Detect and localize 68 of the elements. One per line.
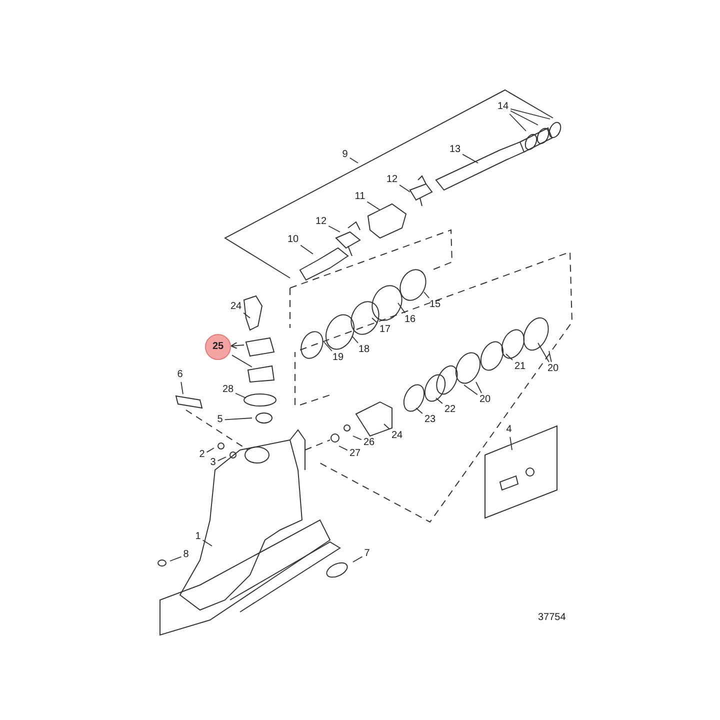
- leader-line: [510, 110, 538, 126]
- leader-line: [384, 424, 390, 430]
- leader-line: [510, 108, 550, 120]
- callout-number: 8: [182, 549, 190, 561]
- leader-line: [399, 184, 410, 192]
- callout-number: 28: [221, 384, 235, 396]
- leader-line: [509, 114, 526, 132]
- callout-number: 15: [428, 299, 442, 311]
- leader-line: [398, 302, 406, 314]
- leader-line: [324, 342, 332, 352]
- callout-number: 22: [443, 404, 457, 416]
- callout-number: 27: [348, 448, 362, 460]
- callout-number: 16: [403, 314, 417, 326]
- callout-number: 1: [194, 531, 202, 543]
- leader-line: [506, 354, 513, 360]
- callout-number: 11: [354, 191, 366, 203]
- callout-number: 10: [286, 234, 300, 246]
- callout-number: 24: [229, 301, 243, 313]
- leader-line: [170, 556, 182, 562]
- callout-number: 5: [216, 414, 224, 426]
- leader-line: [366, 201, 380, 210]
- figure-number: 37754: [538, 612, 566, 623]
- callout-number: 3: [209, 457, 217, 469]
- callout-number: 20: [478, 394, 492, 406]
- leader-line: [372, 318, 378, 324]
- callout-number: 2: [198, 449, 206, 461]
- leader-line: [464, 384, 478, 396]
- leader-line: [349, 157, 358, 164]
- leader-line: [217, 456, 226, 462]
- callout-number: 7: [363, 548, 371, 560]
- callout-number: 14: [496, 101, 510, 113]
- callout-number: 21: [513, 361, 527, 373]
- leader-line: [224, 418, 252, 420]
- leader-line: [328, 226, 340, 232]
- leader-line: [243, 312, 250, 318]
- leader-line: [180, 382, 184, 394]
- callout-number: 6: [176, 369, 184, 381]
- leader-line: [476, 382, 482, 394]
- callout-number: 17: [378, 324, 392, 336]
- leader-line: [424, 292, 430, 298]
- leader-line: [232, 354, 252, 368]
- callout-number: 19: [331, 352, 345, 364]
- callout-number: 20: [546, 363, 560, 375]
- leader-line: [352, 336, 358, 344]
- leader-line: [436, 398, 443, 404]
- leader-line: [352, 436, 362, 440]
- leader-line: [300, 244, 314, 254]
- leader-line: [548, 350, 552, 362]
- callout-number: 13: [448, 144, 462, 156]
- leader-line: [510, 436, 512, 450]
- callout-number: 4: [505, 424, 513, 436]
- callout-number: 24: [390, 430, 404, 442]
- leader-line: [352, 556, 363, 562]
- callout-number: 9: [341, 149, 349, 161]
- leader-line: [235, 392, 246, 398]
- callout-number: 12: [385, 174, 399, 186]
- leader-line: [338, 446, 348, 451]
- highlighted-callout-number: 25: [205, 334, 231, 360]
- leader-line: [206, 448, 214, 453]
- callout-number: 18: [357, 344, 371, 356]
- callout-number: 12: [314, 216, 328, 228]
- leader-line: [202, 540, 212, 546]
- leader-line: [416, 408, 423, 414]
- leader-line: [230, 342, 244, 350]
- leader-line: [462, 154, 478, 164]
- leader-line: [538, 342, 550, 362]
- callout-number: 23: [423, 414, 437, 426]
- callout-number: 26: [362, 437, 376, 449]
